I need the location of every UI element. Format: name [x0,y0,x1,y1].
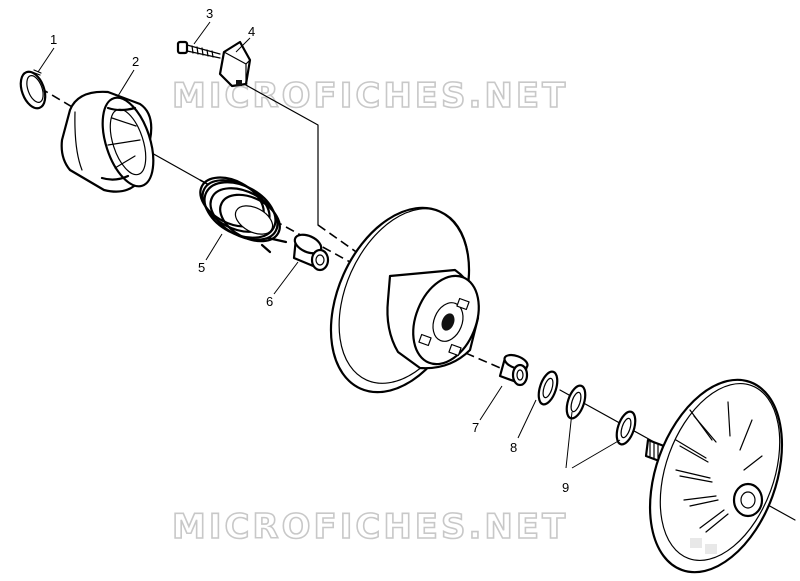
part-1-snap-ring [19,69,47,110]
callout-6: 6 [266,294,273,309]
callout-5: 5 [198,260,205,275]
callout-2: 2 [132,54,139,69]
callout-8: 8 [510,440,517,455]
fixed-sheave [644,378,784,574]
part-7-bushing [498,353,529,387]
callout-4: 4 [248,24,255,39]
part-6-bushing [292,233,330,272]
part-4-slider [218,40,363,257]
part-8-washer [537,370,559,406]
callout-leaders [37,21,621,469]
watermark-bottom: MICROFICHES.NET [172,507,568,547]
callout-1: 1 [50,32,57,47]
part-3-bolt [176,40,221,59]
callout-3: 3 [206,6,213,21]
moveable-sheave [329,206,480,394]
callout-9: 9 [562,480,569,495]
part-5-spring [199,176,288,254]
part-2-cam [60,90,155,193]
part-9-washers [565,384,637,446]
callout-7: 7 [472,420,479,435]
